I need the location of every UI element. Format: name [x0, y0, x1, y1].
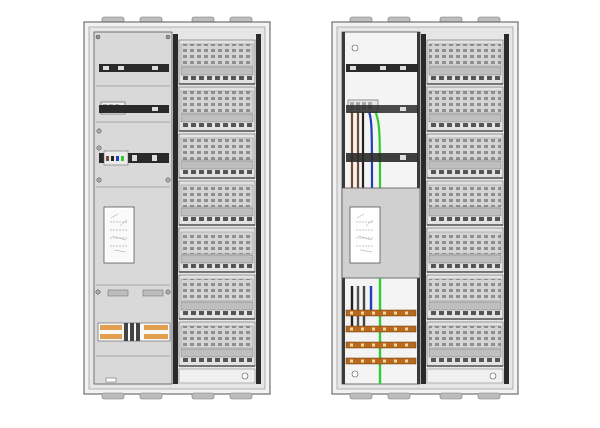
- terminal-bars: [345, 309, 417, 365]
- bus-bar: [345, 325, 417, 333]
- mounting-rail: [256, 34, 261, 384]
- left-module-rows: [178, 39, 256, 384]
- bus-bar: [345, 309, 417, 317]
- module-row: [178, 39, 256, 85]
- left-cabinet: [83, 16, 271, 400]
- connection-block: [97, 322, 171, 342]
- module-row: [178, 321, 256, 367]
- bus-bar: [345, 341, 417, 349]
- meter-window: [103, 206, 135, 264]
- din-rail: [346, 153, 418, 162]
- module-row: [426, 321, 504, 367]
- din-rail: [99, 64, 169, 72]
- module-row: [178, 227, 256, 273]
- meter-plate: [341, 187, 421, 279]
- module-row-foot: [178, 368, 256, 384]
- right-cabinet-bottom-hinges: [349, 392, 501, 400]
- module-row: [178, 133, 256, 179]
- right-module-rows: [426, 39, 504, 384]
- open-meter-area: [341, 31, 421, 385]
- bus-bar: [345, 357, 417, 365]
- module-row-foot: [426, 368, 504, 384]
- right-cabinet: [331, 16, 519, 400]
- meter-panel: [93, 31, 173, 385]
- mounting-rail: [504, 34, 509, 384]
- module-row: [426, 227, 504, 273]
- module-row: [178, 180, 256, 226]
- module-row: [426, 86, 504, 132]
- module-row: [178, 86, 256, 132]
- module-row: [426, 274, 504, 320]
- mounting-rail: [173, 34, 178, 384]
- module-row: [426, 180, 504, 226]
- mounting-rail: [421, 34, 426, 384]
- module-row: [178, 274, 256, 320]
- left-cabinet-bottom-hinges: [101, 392, 253, 400]
- module-row: [426, 39, 504, 85]
- din-rail: [346, 105, 418, 113]
- din-rail: [99, 105, 169, 113]
- module-row: [426, 133, 504, 179]
